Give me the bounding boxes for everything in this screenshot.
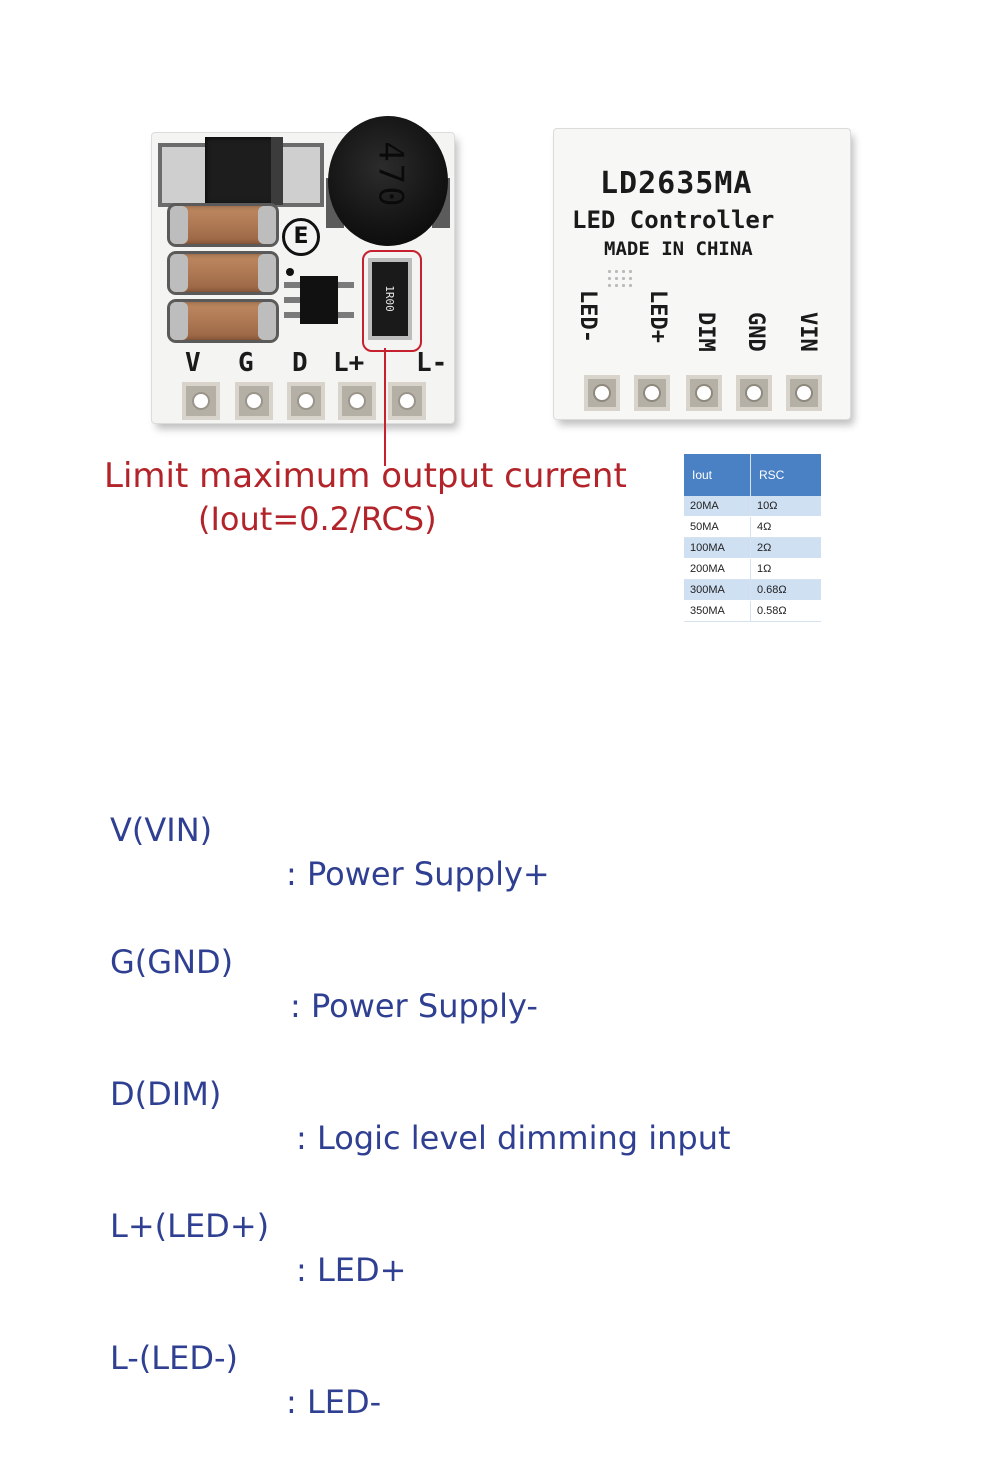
table-cell: 20MA [684, 496, 751, 517]
table-header-rsc: RSC [750, 454, 821, 496]
table-row: 100MA 2Ω [684, 537, 821, 559]
callout-line [384, 348, 386, 466]
ic-pin [284, 297, 300, 303]
driver-ic [300, 276, 338, 324]
certification-mark: E [282, 218, 320, 256]
legend-desc: : Power Supply- [290, 987, 538, 1025]
pin-label-d: D [292, 348, 308, 378]
current-formula: (Iout=0.2/RCS) [198, 500, 437, 538]
table-cell: 1Ω [750, 558, 821, 580]
legend-desc: : LED+ [296, 1251, 407, 1289]
pin-pad-l-minus [388, 382, 426, 420]
rsc-table: Iout RSC 20MA 10Ω 50MA 4Ω 100MA 2Ω 200MA… [684, 454, 821, 622]
capacitor-2-terminal [258, 254, 276, 292]
board-origin-text: MADE IN CHINA [604, 238, 753, 260]
legend-row: D(DIM) : Logic level dimming input [110, 1028, 731, 1157]
table-row: 20MA 10Ω [684, 496, 821, 517]
table-cell: 200MA [684, 558, 751, 580]
pin1-dot [286, 268, 294, 276]
ic-pin [338, 282, 354, 288]
right-board-photo [554, 129, 850, 419]
pin-label-led-minus: LED- [575, 290, 600, 343]
legend-desc: : Power Supply+ [286, 855, 550, 893]
pin-label-dim: DIM [693, 312, 718, 352]
pin-pad-dim [686, 375, 722, 411]
pin-label-gnd: GND [743, 312, 768, 352]
table-cell: 4Ω [750, 516, 821, 538]
legend-row: G(GND) : Power Supply- [110, 896, 538, 1025]
pin-pad-g [235, 382, 273, 420]
legend-key: L+(LED+) [110, 1207, 270, 1245]
board-subtitle-text: LED Controller [572, 206, 775, 234]
ic-pin [338, 312, 354, 318]
legend-desc: : LED- [286, 1383, 382, 1421]
table-header-row: Iout RSC [684, 454, 821, 496]
pin-label-vin: VIN [795, 312, 820, 352]
table-row: 350MA 0.58Ω [684, 600, 821, 622]
legend-row: L-(LED-) : LED- [110, 1292, 381, 1421]
pin-label-led-plus: LED+ [645, 290, 670, 343]
table-row: 200MA 1Ω [684, 558, 821, 580]
pin-label-g: G [238, 348, 254, 378]
capacitor-3-terminal [170, 302, 188, 340]
table-cell: 0.68Ω [750, 579, 821, 601]
table-cell: 50MA [684, 516, 751, 538]
ic-pin [284, 282, 300, 288]
legend-row: L+(LED+) : LED+ [110, 1160, 406, 1289]
pin-pad-v [182, 382, 220, 420]
legend-key: L-(LED-) [110, 1339, 239, 1377]
table-cell: 300MA [684, 579, 751, 601]
legend-key: D(DIM) [110, 1075, 222, 1113]
pin-pad-gnd [736, 375, 772, 411]
table-cell: 10Ω [750, 496, 821, 517]
legend-key: V(VIN) [110, 811, 213, 849]
inductor-component [328, 116, 448, 246]
pin-label-v: V [185, 348, 201, 378]
table-cell: 350MA [684, 600, 751, 622]
legend-desc: : Logic level dimming input [296, 1119, 731, 1157]
table-header-iout: Iout [684, 454, 751, 496]
capacitor-3-terminal [258, 302, 276, 340]
inductor-marking: 470 [370, 141, 411, 209]
current-limit-caption: Limit maximum output current [104, 456, 627, 496]
legend-key: G(GND) [110, 943, 234, 981]
pin-legend: V(VIN) : Power Supply+ G(GND) : Power Su… [110, 676, 731, 1421]
table-cell: 100MA [684, 537, 751, 559]
pin-label-l-plus: L+ [333, 348, 365, 378]
sense-resistor [372, 262, 408, 336]
diode-cathode-band [271, 137, 283, 205]
capacitor-1-terminal [258, 206, 276, 244]
pin-pad-l-plus [338, 382, 376, 420]
pin-pad-led-minus [584, 375, 620, 411]
pin-pad-d [287, 382, 325, 420]
sense-resistor-highlight [362, 250, 422, 352]
pin-pad-vin [786, 375, 822, 411]
pin-pad-led-plus [634, 375, 670, 411]
pin-label-l-minus: L- [416, 348, 448, 378]
table-row: 50MA 4Ω [684, 516, 821, 538]
legend-row: V(VIN) : Power Supply+ [110, 764, 550, 893]
capacitor-1-terminal [170, 206, 188, 244]
table-cell: 2Ω [750, 537, 821, 559]
board-model-text: LD2635MA [600, 166, 753, 201]
table-cell: 0.58Ω [750, 600, 821, 622]
table-row: 300MA 0.68Ω [684, 579, 821, 601]
diode-component [205, 137, 283, 205]
resistor-marking: 1R00 [382, 285, 396, 312]
ic-pin [284, 312, 300, 318]
capacitor-2-terminal [170, 254, 188, 292]
via-dots [606, 268, 636, 290]
